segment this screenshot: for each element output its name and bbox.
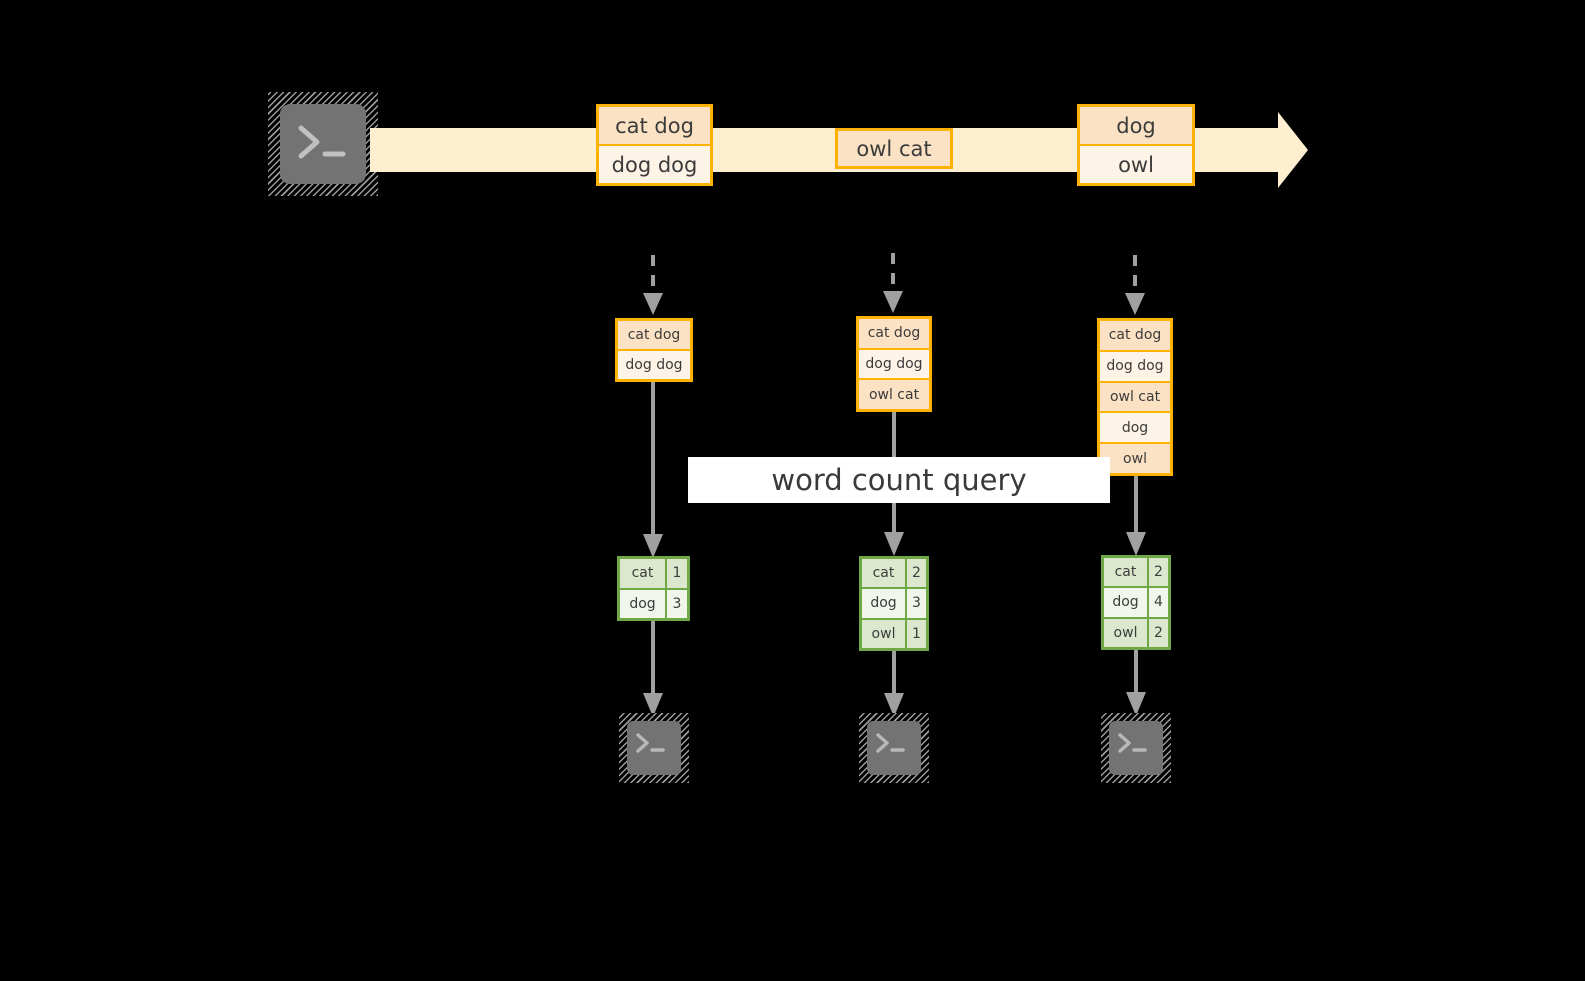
snapshot-1-result-table: cat 1 dog 3: [617, 556, 690, 621]
snapshot-3-trigger-arrow: [1125, 255, 1145, 315]
snapshot-record: cat dog: [859, 319, 929, 348]
snapshot-2-sink-arrow: [884, 651, 904, 717]
result-word: owl: [1104, 618, 1147, 647]
result-word: cat: [1104, 558, 1147, 587]
snapshot-record: cat dog: [1100, 321, 1170, 350]
result-word: dog: [620, 589, 665, 618]
terminal-face: [627, 721, 681, 775]
table-row: cat 2: [862, 559, 926, 588]
table-row: cat 1: [620, 559, 687, 588]
snapshot-2-record-stack: cat dog dog dog owl cat: [856, 316, 932, 412]
table-row: dog 3: [862, 587, 926, 618]
result-count: 2: [1147, 558, 1168, 587]
result-count: 2: [1147, 618, 1168, 647]
snapshot-record: dog dog: [618, 349, 690, 379]
terminal-prompt-glyph: [1118, 733, 1147, 753]
table-row: owl 1: [862, 617, 926, 648]
stream-record: dog dog: [599, 144, 710, 183]
snapshot-2-result-table: cat 2 dog 3 owl 1: [859, 556, 929, 651]
terminal-prompt-glyph: [876, 733, 905, 753]
result-word: cat: [862, 559, 905, 588]
snapshot-3-sink-terminal-icon: [1101, 713, 1171, 783]
table-row: cat 2: [1104, 558, 1168, 587]
table-row: dog 3: [620, 587, 687, 618]
snapshot-3-query-arrow: [1126, 476, 1146, 556]
snapshot-2-trigger-arrow: [883, 253, 903, 313]
snapshot-record: owl cat: [1100, 380, 1170, 412]
snapshot-record: dog dog: [859, 347, 929, 379]
snapshot-record: dog dog: [1100, 349, 1170, 381]
result-count: 1: [905, 619, 926, 648]
source-terminal-icon: [268, 92, 378, 196]
stream-record: dog: [1080, 107, 1192, 144]
stream-record-group-1: cat dog dog dog: [596, 104, 713, 186]
snapshot-record: dog: [1100, 411, 1170, 443]
result-count: 3: [905, 589, 926, 618]
table-row: dog 4: [1104, 586, 1168, 617]
terminal-prompt-glyph: [298, 125, 346, 159]
snapshot-record: owl: [1100, 442, 1170, 473]
snapshot-record: owl cat: [859, 378, 929, 410]
snapshot-3-record-stack: cat dog dog dog owl cat dog owl: [1097, 318, 1173, 476]
result-count: 4: [1147, 588, 1168, 617]
stream-record: owl: [1080, 144, 1192, 183]
result-count: 1: [665, 559, 687, 588]
snapshot-record: cat dog: [618, 321, 690, 349]
result-word: dog: [1104, 588, 1147, 617]
terminal-face: [867, 721, 921, 775]
stream-arrow-head: [1240, 112, 1308, 188]
snapshot-3-sink-arrow: [1126, 650, 1146, 716]
query-banner: word count query: [688, 457, 1110, 503]
snapshot-1-query-arrow: [643, 382, 663, 558]
stream-record: cat dog: [599, 107, 710, 144]
snapshot-3-result-table: cat 2 dog 4 owl 2: [1101, 555, 1171, 650]
snapshot-1-record-stack: cat dog dog dog: [615, 318, 693, 382]
terminal-prompt-glyph: [636, 733, 665, 753]
result-word: dog: [862, 589, 905, 618]
terminal-face: [280, 104, 366, 184]
result-count: 3: [665, 589, 687, 618]
result-count: 2: [905, 559, 926, 588]
stream-record: owl cat: [838, 131, 950, 166]
result-word: cat: [620, 559, 665, 588]
terminal-face: [1109, 721, 1163, 775]
stream-record-group-3: dog owl: [1077, 104, 1195, 186]
snapshot-1-sink-terminal-icon: [619, 713, 689, 783]
table-row: owl 2: [1104, 616, 1168, 647]
snapshot-2-sink-terminal-icon: [859, 713, 929, 783]
snapshot-1-sink-arrow: [643, 621, 663, 717]
snapshot-1-trigger-arrow: [643, 255, 663, 315]
stream-record-group-2: owl cat: [835, 128, 953, 169]
result-word: owl: [862, 619, 905, 648]
